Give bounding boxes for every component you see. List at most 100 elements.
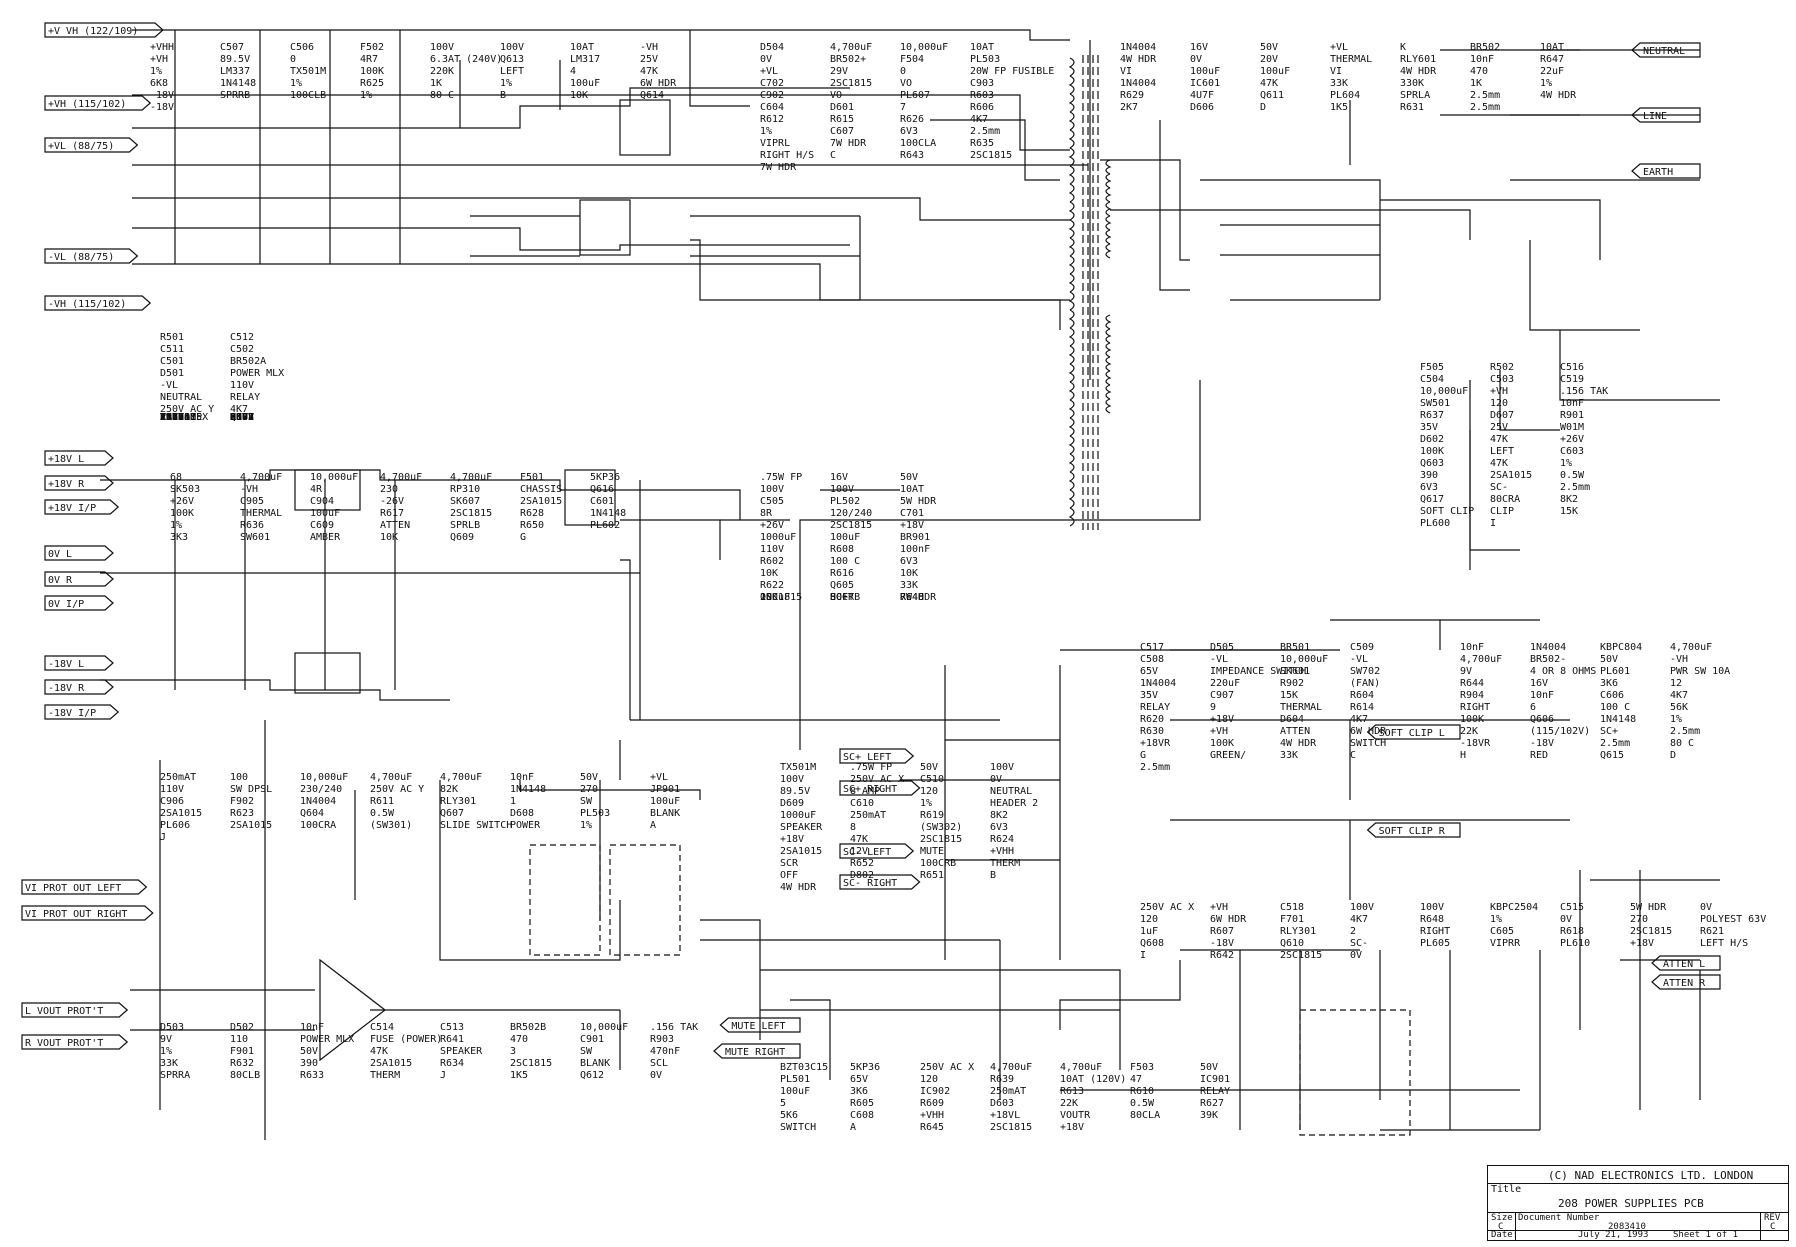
- component-label: 2SC1815: [760, 592, 802, 603]
- connector: -18V I/P: [44, 704, 120, 720]
- component-label: 2SA1015: [160, 808, 202, 819]
- component-label: R626: [900, 114, 924, 125]
- component-label: 100uF: [310, 508, 340, 519]
- component-label: 4,700uF: [1060, 1062, 1102, 1073]
- component-label: 80 C: [1670, 738, 1694, 749]
- component-label: C518: [1280, 902, 1304, 913]
- component-label: R645: [920, 1122, 944, 1133]
- component-label: +VHH: [920, 1110, 944, 1121]
- component-label: 12V: [850, 846, 868, 857]
- component-label: 16V: [830, 472, 848, 483]
- component-label: SPEAKER: [440, 1046, 483, 1057]
- component-label: 10,000uF: [310, 472, 358, 483]
- component-label: 10AT (120V): [1060, 1074, 1126, 1085]
- component-label: 6V3: [900, 126, 918, 137]
- component-label: 6V3: [900, 556, 918, 567]
- component-label: SLIDE SWITCH: [440, 820, 512, 831]
- component-label: TX501M: [780, 762, 816, 773]
- component-label: +26V: [1560, 434, 1584, 445]
- component-label: BZT03C15: [780, 1062, 828, 1073]
- component-label: C907: [1210, 690, 1234, 701]
- component-label: -VH: [1670, 654, 1688, 665]
- component-label: 4,700uF: [830, 42, 872, 53]
- component-label: 4: [570, 66, 576, 77]
- component-label: AMBER: [310, 532, 341, 543]
- component-label: 1K: [1470, 78, 1482, 89]
- component-label: 50V: [1260, 42, 1278, 53]
- component-label: 15K: [1280, 690, 1298, 701]
- connector: MUTE LEFT: [719, 1017, 801, 1033]
- component-label: 6W HDR: [640, 78, 677, 89]
- component-label: R615: [830, 114, 854, 125]
- component-label: 1%: [150, 66, 162, 77]
- component-label: 3K6: [850, 1086, 868, 1097]
- component-label: R640: [900, 592, 924, 603]
- component-label: F504: [900, 54, 924, 65]
- component-label: R608: [830, 544, 854, 555]
- component-label: BLANK: [650, 808, 680, 819]
- component-label: Q612: [580, 1070, 604, 1081]
- component-label: C607: [830, 126, 854, 137]
- component-label: R634: [440, 1058, 464, 1069]
- component-label: D608: [510, 808, 534, 819]
- component-label: 6K8: [150, 78, 168, 89]
- components: [294, 55, 1411, 1136]
- component-label: A: [650, 820, 656, 831]
- component-label: C902: [760, 90, 784, 101]
- component-label: 0: [900, 66, 906, 77]
- component-label: 2SC1815: [510, 1058, 552, 1069]
- component-label: -26V: [160, 412, 184, 423]
- connector: L VOUT PROT'T: [21, 1002, 129, 1018]
- component-label: BR901: [900, 532, 930, 543]
- component-label: 4,700uF: [240, 472, 282, 483]
- component-label: +18V: [1060, 1122, 1084, 1133]
- component-label: 3: [510, 1046, 516, 1057]
- component-label: SW: [580, 796, 593, 807]
- component-label: 50V: [900, 472, 918, 483]
- component-label: R604: [1350, 690, 1374, 701]
- component-label: 2.5mm: [1670, 726, 1700, 737]
- component-label: TX501M: [290, 66, 326, 77]
- connector: -VH (115/102): [44, 295, 152, 311]
- component-label: 50V: [230, 412, 248, 423]
- component-label: R620: [1140, 714, 1164, 725]
- component-label: BR501: [1280, 642, 1310, 653]
- component-label: D801: [230, 412, 254, 423]
- connector-label: ATTEN L: [1663, 959, 1705, 970]
- component-label: 7W HDR: [830, 138, 867, 149]
- component-label: R502: [1490, 362, 1514, 373]
- component-label: R501: [160, 332, 184, 343]
- component-label: 56K: [1670, 702, 1688, 713]
- component-label: R902: [1280, 678, 1304, 689]
- component-label: F902: [230, 796, 254, 807]
- component-label: R644: [1460, 678, 1484, 689]
- component-label: 390: [300, 1058, 318, 1069]
- component-label: C505: [760, 496, 784, 507]
- component-label: 1K5: [510, 1070, 528, 1081]
- component-label: C516: [1560, 362, 1584, 373]
- component-label: 120: [920, 786, 938, 797]
- component-label: R601: [230, 412, 254, 423]
- component-label: 1N4148: [160, 412, 196, 423]
- component-label: 10K: [760, 592, 778, 603]
- component-label: C601: [590, 496, 614, 507]
- component-label: 6K8: [230, 412, 248, 423]
- component-label: 0.5W: [1560, 470, 1585, 481]
- component-label: R619: [920, 810, 944, 821]
- component-label: 1%: [1560, 458, 1572, 469]
- component-label: 100V: [760, 484, 784, 495]
- component-label: C903: [970, 78, 994, 89]
- component-label: +VH: [1210, 902, 1228, 913]
- component-label: (SW302): [920, 822, 962, 833]
- component-label: 4,700uF: [1670, 642, 1712, 653]
- connector: SC- LEFT: [839, 843, 915, 859]
- connector-label: SOFT CLIP L: [1379, 728, 1445, 739]
- component-label: C: [830, 150, 836, 161]
- component-label: ATTEN: [380, 520, 410, 531]
- component-label: RLY601: [1400, 54, 1436, 65]
- component-label: 4K7: [1350, 714, 1368, 725]
- component-label: C503: [1490, 374, 1514, 385]
- component-label: +18V: [1630, 938, 1654, 949]
- component-label: C606: [1600, 690, 1624, 701]
- component-label: VO: [900, 78, 912, 89]
